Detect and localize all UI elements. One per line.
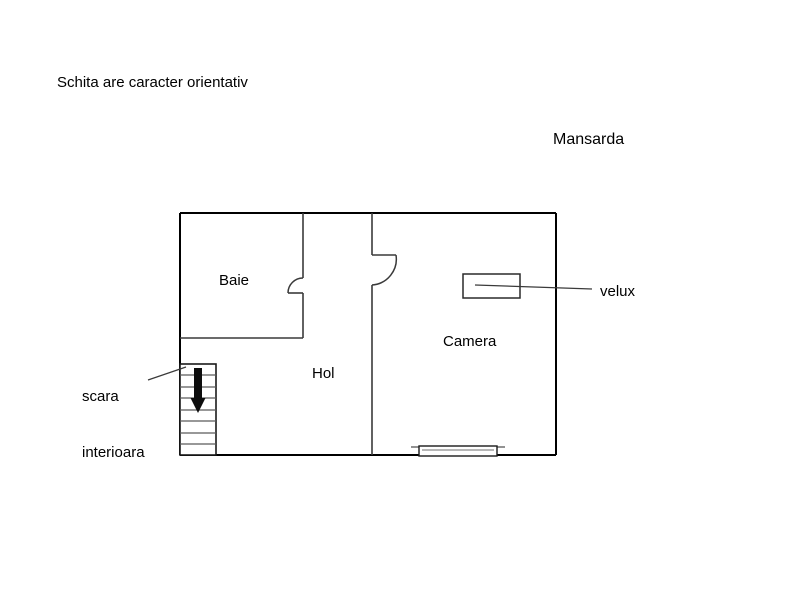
velux-leader-line: [474, 284, 593, 290]
interior-walls: [180, 213, 396, 455]
callout-scara-line1: scara: [82, 387, 119, 405]
callout-label-velux: velux: [600, 283, 636, 300]
scara-leader-line: [147, 366, 187, 381]
window-frame: [418, 445, 498, 457]
room-label-camera: Camera: [443, 333, 497, 350]
room-label-baie: Baie: [219, 272, 250, 289]
stair-direction-arrow: [190, 368, 206, 413]
bottom-window: [411, 445, 505, 457]
staircase: [179, 363, 217, 456]
room-label-hol: Hol: [312, 365, 335, 382]
hol-door-arc: [371, 254, 398, 286]
sketch-disclaimer-note: Schita are caracter orientativ: [57, 74, 248, 91]
callout-scara-line2: interioara: [82, 443, 145, 461]
plan-title: Mansarda: [553, 131, 625, 148]
door-swings: [287, 254, 398, 294]
callout-label-scara-interioara: scara interioara: [82, 350, 145, 500]
exterior-walls: [179, 212, 557, 456]
baie-door-arc: [287, 277, 304, 294]
